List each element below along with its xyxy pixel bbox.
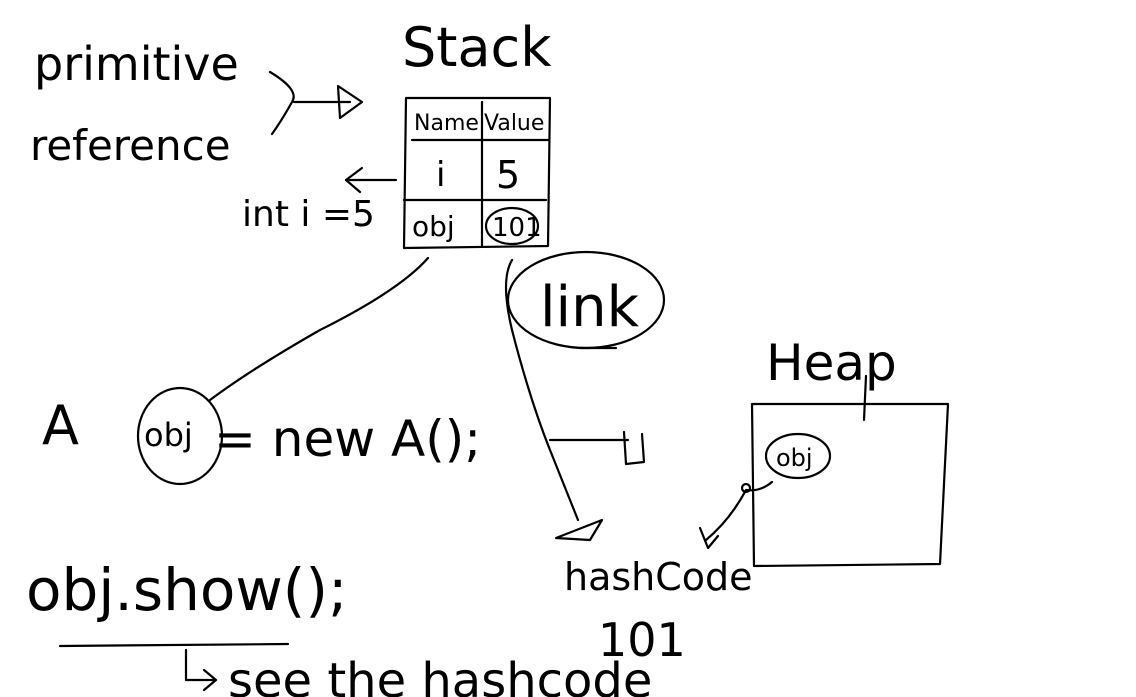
see-arrow-head (202, 668, 218, 692)
stack-cell-name: obj (412, 210, 455, 243)
obj-variable: obj (144, 416, 193, 454)
brace (268, 70, 295, 136)
hashcode-line (504, 258, 580, 522)
heap-obj-label: obj (776, 444, 813, 472)
stack-cell-value: 5 (496, 153, 520, 197)
method-underline (58, 642, 290, 648)
see-hashcode-text: see the hashcode (228, 653, 652, 697)
heap-hash-dot (740, 482, 752, 494)
primitive-label: primitive (34, 37, 239, 91)
reference-label: reference (30, 121, 231, 170)
stack-header-value: Value (484, 111, 544, 136)
stack-table: Name Value i 5 obj 101 (402, 96, 552, 250)
hashcode-arrow-head (554, 518, 604, 542)
brace-arrow-head (336, 84, 364, 120)
stack-cell-value: 101 (492, 213, 542, 243)
method-call: obj.show(); (26, 556, 348, 624)
reference-line (208, 256, 430, 402)
class-name: A (42, 394, 79, 457)
heap-box-tick (862, 374, 868, 422)
heap-arrow-head (622, 430, 646, 466)
heap-box (750, 402, 950, 568)
int-arrow-head (344, 166, 364, 194)
stack-title: Stack (402, 16, 552, 79)
heap-obj-circle (764, 432, 832, 480)
int-declaration: int i =5 (242, 194, 375, 235)
heap-hash-arrow-head (698, 526, 720, 550)
assignment-text: = new A(); (214, 410, 481, 468)
hashcode-label: hashCode (564, 555, 753, 599)
see-arrow (184, 648, 216, 682)
heap-hash-arrow (704, 480, 774, 542)
link-label: link (540, 275, 640, 340)
hashcode-value: 101 (598, 613, 686, 667)
heap-title: Heap (766, 334, 897, 392)
stack-cell-name: i (436, 155, 445, 195)
stack-header-name: Name (414, 111, 479, 136)
obj-circle (136, 386, 224, 486)
value-circle (484, 206, 540, 246)
